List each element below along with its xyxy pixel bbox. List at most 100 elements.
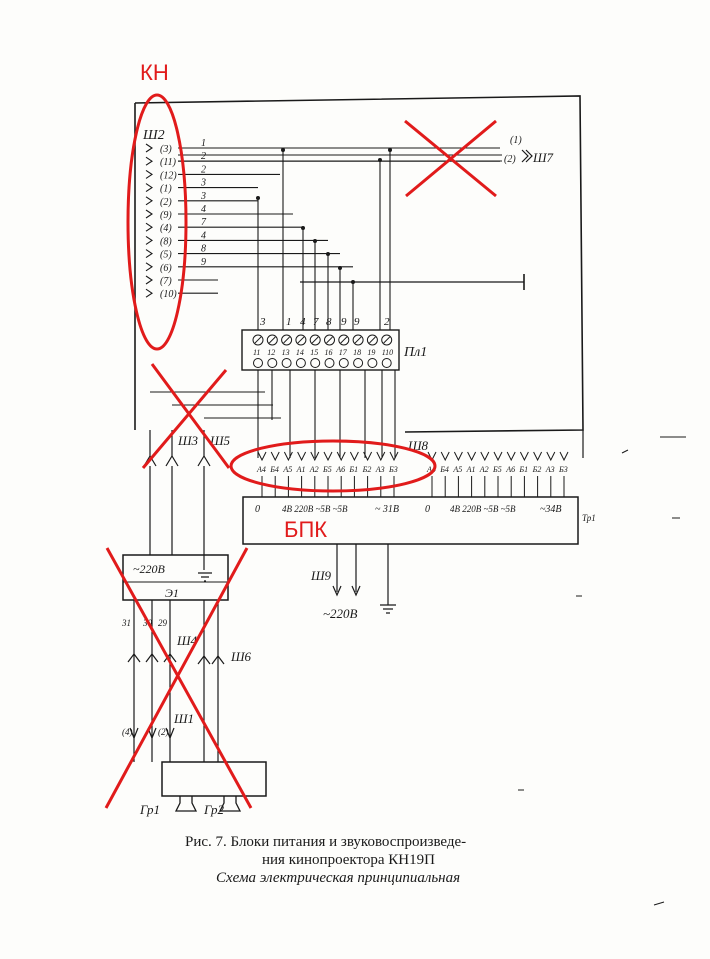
caption-line-2: ния кинопроектора КН19П	[262, 852, 435, 868]
sh2-wire-number: 2	[201, 151, 206, 162]
sh2-pin-contact	[145, 288, 153, 298]
sh2-pin-contact	[145, 209, 153, 219]
sh2-wire-number: 4	[201, 230, 206, 241]
pl1-terminal-bottom	[310, 358, 321, 368]
sh2-pin-contact	[145, 249, 153, 259]
pl1-terminal-number: 15	[310, 348, 318, 357]
pl1-terminal-number: 14	[296, 348, 304, 357]
kn-highlight-ellipse	[126, 93, 188, 351]
sh7-pin-2: (2)	[504, 154, 516, 165]
pl1-terminal-bottom	[353, 358, 364, 368]
junction-dot	[388, 148, 392, 152]
mains-bottom-label: ~220В	[323, 606, 358, 621]
sh2-wire-number: 2	[201, 164, 206, 175]
sh2-wire-number: 3	[200, 191, 206, 202]
pl1-screw-top	[366, 334, 378, 346]
sh2-wire-number: 9	[201, 257, 206, 268]
sh8-pin-contact	[349, 451, 359, 462]
pl1-screw-top	[295, 334, 307, 346]
pl1-screw-slot	[297, 336, 305, 344]
sh8-pin-label: А5	[452, 465, 462, 474]
sh8-pin-contact	[559, 451, 569, 462]
sh2-pin-contact	[145, 183, 153, 193]
pl1-terminal-number: 19	[367, 348, 375, 357]
gr1-label: Гр1	[139, 802, 160, 817]
pl1-terminal-bottom	[253, 358, 263, 368]
sh2-wire-number: 1	[201, 138, 206, 149]
pl1-wire-label: 2	[384, 316, 390, 328]
sh2-pin-contact	[145, 222, 153, 232]
sh8-pin-contact	[480, 451, 490, 462]
caption-line-3: Схема электрическая принципиальная	[216, 870, 460, 886]
sh9-label: Ш9	[310, 568, 332, 583]
pl1-terminal-number: 18	[353, 348, 361, 357]
pl1-screw-top	[266, 334, 278, 346]
tr1-label: Тр1	[582, 513, 596, 523]
pl1-terminal-number: 16	[325, 348, 333, 357]
tr1-left-end: ~ 31В	[375, 504, 399, 515]
pl1-wire-label: 1	[286, 316, 292, 328]
sh2-pin-label: (5)	[160, 250, 172, 261]
pl1-screw-top	[324, 334, 335, 346]
pl1-screw-slot	[254, 336, 262, 344]
pl1-terminal-bottom	[338, 358, 349, 368]
pl1-screw-top	[381, 334, 393, 346]
pl1-terminal-bottom	[267, 358, 278, 368]
sh8-pin-contact	[376, 451, 386, 462]
pl1-terminal-number: 13	[282, 348, 290, 357]
sh2-pin-contact	[145, 156, 153, 166]
pl1-screw-slot	[283, 336, 290, 344]
sh8-pin-contact	[533, 451, 543, 462]
pl1-screw-top	[309, 334, 321, 346]
sh8-pin-contact	[310, 451, 320, 462]
sh2-pin-contact	[145, 262, 153, 272]
pl1-screw-slot	[354, 336, 362, 344]
sh8-pin-contact	[389, 451, 399, 462]
junction-dot	[378, 158, 382, 162]
tr1-left-mid: 4В 220В ~5В ~5В	[282, 504, 348, 514]
pl1-screw-top	[338, 334, 350, 346]
sh8-pin-contact	[297, 451, 307, 462]
tr1-right-zero: 0	[425, 504, 430, 515]
sh8-pin-label: А1	[466, 465, 476, 474]
sh8-pin-label: А3	[375, 465, 385, 474]
sh2-wire-number: 7	[201, 217, 207, 228]
red-annotations: КН БПК	[104, 60, 497, 809]
gr2-label: Гр2	[203, 802, 225, 817]
junction-dot	[313, 239, 317, 243]
sh6-label: Ш6	[230, 649, 252, 664]
junction-dot	[301, 226, 305, 230]
tr1-right-mid: 4В 220В ~5В ~5В	[450, 504, 516, 514]
sh8-pin-label: А6	[335, 465, 345, 474]
pl1-terminal-bottom	[381, 358, 392, 368]
sh3-label: Ш3	[177, 433, 199, 448]
tr1-right-end: ~34В	[540, 504, 562, 515]
sh2-pin-contact	[145, 169, 153, 179]
sh8-pin-label: А5	[282, 465, 292, 474]
sh2-pin-label: (1)	[160, 184, 172, 195]
pl1-screw-top	[252, 334, 264, 346]
sh2-pin-label: (11)	[160, 157, 177, 168]
sh8-pin-contact	[453, 451, 463, 462]
sh2-pin-label: (10)	[160, 289, 177, 300]
sh1-label: Ш1	[173, 711, 194, 726]
caption-line-1: Рис. 7. Блоки питания и звуковоспроизвед…	[185, 834, 466, 850]
sh8-pin-contact	[283, 451, 293, 462]
pl1-screw-slot	[326, 336, 333, 344]
sh8-pin-label: Б2	[532, 465, 542, 474]
junction-dot	[256, 196, 260, 200]
pl1-label: Пл1	[403, 345, 427, 360]
pl1-terminal-number: 12	[267, 348, 275, 357]
e1-wire-31: 31	[121, 618, 131, 628]
sh8-pin-contact	[257, 451, 267, 462]
sh4-sh6-sh1-connectors: Ш4 Ш6 Ш1 (4) (2)	[122, 633, 252, 740]
sh2-pin-contact	[145, 235, 153, 245]
sh8-pin-contact	[493, 451, 503, 462]
sh8-pin-label: Б3	[388, 465, 398, 474]
speaker-block: Гр1 Гр2	[139, 761, 267, 817]
cross-sh3-sh5	[141, 363, 231, 469]
sh8-pin-label: А4	[426, 465, 436, 474]
pl1-screw-slot	[311, 336, 319, 344]
